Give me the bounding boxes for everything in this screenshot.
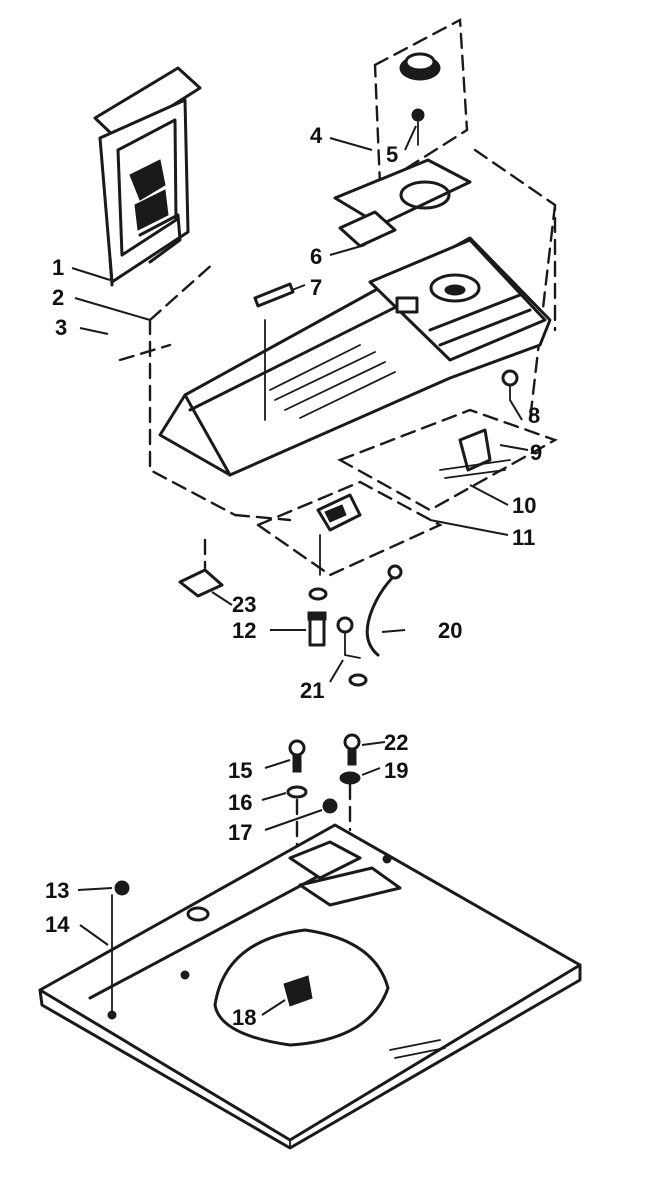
label-part-11: 11 bbox=[512, 525, 535, 550]
label-part-5: 5 bbox=[386, 142, 398, 167]
label-part-2: 2 bbox=[52, 285, 64, 310]
socket-assembly bbox=[337, 369, 558, 512]
label-part-6: 6 bbox=[310, 244, 322, 269]
label-part-19: 19 bbox=[384, 758, 408, 783]
label-part-4: 4 bbox=[310, 123, 323, 148]
label-part-17: 17 bbox=[228, 820, 252, 845]
label-part-13: 13 bbox=[45, 878, 69, 903]
label-part-18: 18 bbox=[232, 1005, 256, 1030]
label-part-10: 10 bbox=[512, 493, 536, 518]
label-part-12: 12 bbox=[232, 618, 256, 643]
label-part-20: 20 bbox=[438, 618, 462, 643]
leader-lines bbox=[71, 125, 529, 1016]
fasteners bbox=[286, 733, 361, 852]
label-part-21: 21 bbox=[300, 678, 324, 703]
switch-bracket bbox=[255, 480, 443, 577]
label-part-15: 15 bbox=[228, 758, 252, 783]
label-part-16: 16 bbox=[228, 790, 252, 815]
base-plate bbox=[38, 823, 582, 1150]
label-part-23: 23 bbox=[232, 592, 256, 617]
small-hardware bbox=[178, 538, 403, 687]
label-part-7: 7 bbox=[310, 275, 322, 300]
knob-bracket bbox=[373, 18, 469, 188]
label-part-3: 3 bbox=[55, 315, 67, 340]
label-part-1: 1 bbox=[52, 255, 64, 280]
filter-assembly bbox=[93, 66, 202, 287]
label-part-9: 9 bbox=[530, 440, 542, 465]
part-labels: 1 2 3 4 5 6 7 8 9 10 11 12 13 14 15 16 1… bbox=[45, 123, 542, 1030]
hood-body bbox=[118, 148, 557, 522]
label-part-22: 22 bbox=[384, 730, 408, 755]
label-part-8: 8 bbox=[528, 403, 540, 428]
label-part-14: 14 bbox=[45, 912, 70, 937]
